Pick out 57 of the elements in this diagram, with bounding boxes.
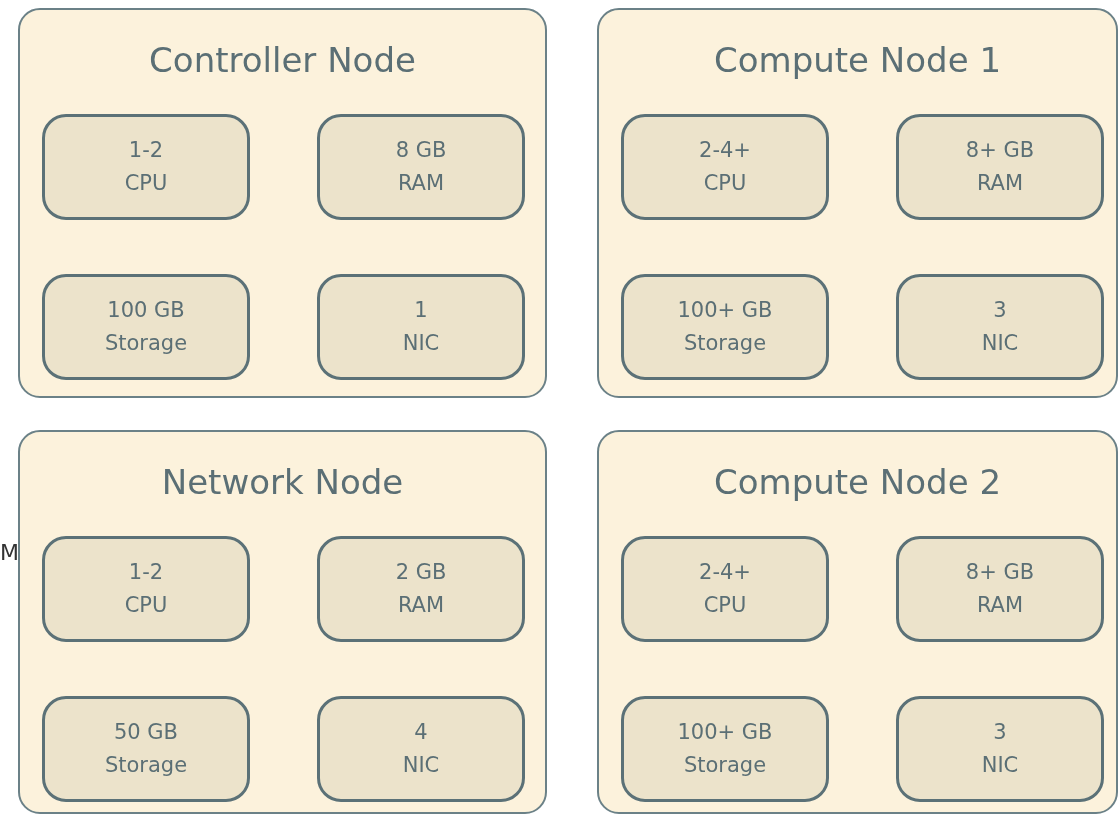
resource-amount: 100 GB [107,297,185,325]
resource-amount: 2 GB [395,559,447,587]
resource-box [317,536,525,642]
resource-box [621,696,829,802]
resource-type: RAM [976,592,1024,619]
resource-type: NIC [981,752,1019,779]
resource-box [42,274,250,380]
resource-box [896,114,1104,220]
resource-box [621,536,829,642]
server-node-panel [18,430,547,814]
resource-type: CPU [124,170,168,197]
resource-box [317,696,525,802]
resource-amount: 3 [993,719,1007,747]
resource-type: CPU [703,170,747,197]
resource-type: CPU [703,592,747,619]
node-title: Network Node [160,462,405,502]
node-title: Compute Node 2 [713,462,1002,502]
node-title: Compute Node 1 [713,40,1002,80]
resource-amount: 2-4+ [699,137,751,165]
resource-amount: 8+ GB [965,559,1035,587]
resource-type: NIC [402,752,440,779]
server-node-panel [18,8,547,398]
resource-amount: 8+ GB [965,137,1035,165]
resource-box [896,696,1104,802]
resource-type: NIC [402,330,440,357]
resource-type: Storage [104,330,188,357]
text-fragment: M [0,540,19,565]
resource-amount: 100+ GB [677,719,773,747]
resource-box [42,696,250,802]
resource-amount: 1 [414,297,428,325]
resource-type: Storage [683,330,767,357]
resource-amount: 50 GB [113,719,179,747]
resource-type: NIC [981,330,1019,357]
resource-box [621,114,829,220]
resource-box [317,114,525,220]
resource-box [317,274,525,380]
resource-box [42,536,250,642]
node-title: Controller Node [148,40,417,80]
resource-amount: 2-4+ [699,559,751,587]
resource-box [896,274,1104,380]
resource-type: Storage [104,752,188,779]
resource-amount: 3 [993,297,1007,325]
resource-amount: 4 [414,719,428,747]
resource-amount: 8 GB [395,137,447,165]
resource-box [896,536,1104,642]
server-node-panel [597,430,1118,814]
resource-type: CPU [124,592,168,619]
resource-type: RAM [976,170,1024,197]
resource-amount: 1-2 [128,559,164,587]
resource-box [621,274,829,380]
resource-type: RAM [397,170,445,197]
resource-type: Storage [683,752,767,779]
resource-amount: 1-2 [128,137,164,165]
resource-type: RAM [397,592,445,619]
resource-amount: 100+ GB [677,297,773,325]
resource-box [42,114,250,220]
server-node-panel [597,8,1118,398]
